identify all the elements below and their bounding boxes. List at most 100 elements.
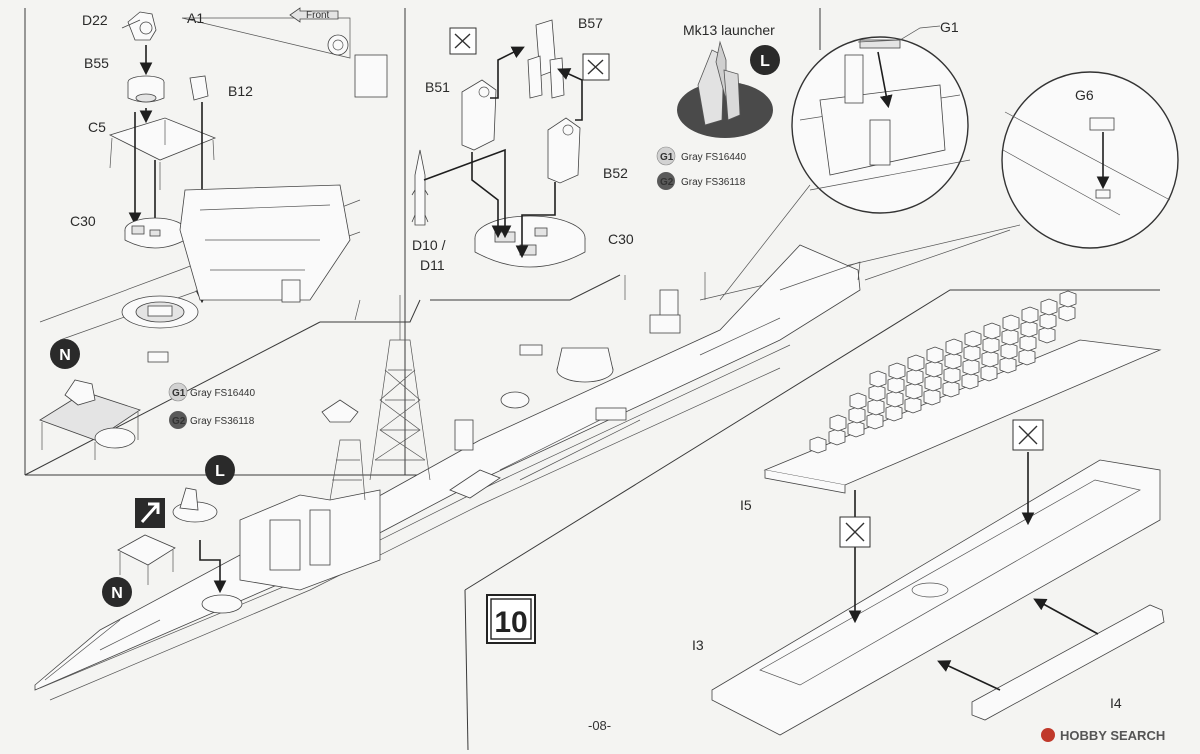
svg-text:Gray FS16440: Gray FS16440 [681,152,746,163]
color-chip-g2-left: G2 Gray FS36118 [169,411,255,429]
part-i3 [711,459,1161,736]
stand-peg [982,336,1000,354]
callout-g1-detail [791,36,971,214]
stand-peg [925,360,943,378]
label-b12: B12 [228,83,253,99]
gun-mount-assembly: Front [39,7,388,363]
stand-peg [847,420,865,438]
part-d22 [121,11,157,41]
stand-peg [866,412,884,430]
launcher-small-render [172,487,218,523]
part-b55 [127,75,165,103]
stand-peg [828,428,846,446]
stand-peg [981,350,999,368]
stand-peg [867,398,885,416]
label-d11: D11 [420,257,445,273]
marker-n-top: N [50,339,80,369]
svg-text:Front: Front [306,10,330,21]
color-chip-g1-left: G1 Gray FS16440 [168,382,255,402]
stand-peg [945,338,963,356]
stand-peg [1058,304,1076,322]
stand-peg [906,368,924,386]
label-d22: D22 [82,12,108,28]
stand-peg [942,380,960,398]
svg-text:G2: G2 [172,416,186,427]
part-d10-d11-missile [411,149,429,226]
part-c30-left [124,217,186,249]
bow-section-detail [39,17,388,363]
stand-peg [964,330,982,348]
stand-peg [809,436,827,454]
svg-text:N: N [111,585,123,602]
marker-l-lower: L [205,455,235,485]
page-number: -08- [588,718,611,733]
stand-peg [983,322,1001,340]
stand-peg [885,404,903,422]
svg-text:L: L [215,463,225,480]
part-i4 [971,604,1165,721]
label-a1: A1 [187,10,204,26]
label-i3: I3 [692,637,704,653]
stand-peg [907,354,925,372]
stand-peg [869,370,887,388]
svg-text:L: L [760,53,770,70]
svg-text:G1: G1 [660,152,674,163]
svg-text:Gray FS36118: Gray FS36118 [190,416,255,427]
svg-text:Gray FS36118: Gray FS36118 [681,177,746,188]
part-b51 [461,79,497,151]
stand-peg [1039,312,1057,330]
stand-peg [1001,328,1019,346]
stand-peg [944,352,962,370]
stand-peg [1002,314,1020,332]
label-b55: B55 [84,55,109,71]
label-b57: B57 [578,15,603,31]
watermark-logo: HOBBY SEARCH [1041,728,1165,743]
part-b12 [189,75,209,101]
part-c30-mid [474,215,586,268]
label-g1-part: G1 [940,19,959,35]
label-i5: I5 [740,497,752,513]
no-glue-icon [449,27,477,55]
stand-peg [848,406,866,424]
mk13-launcher-assembly [411,19,610,268]
stand-peg [961,372,979,390]
label-c30-left: C30 [70,213,96,229]
part-b57 [527,19,565,99]
front-indicator: Front [289,7,339,23]
stand-peg [1059,290,1077,308]
label-c5: C5 [88,119,106,135]
view-direction-icon [135,498,165,528]
stand-peg [1018,348,1036,366]
stand-peg [926,346,944,364]
label-d10: D10 / [412,237,446,253]
svg-text:N: N [59,347,71,364]
stand-peg [924,374,942,392]
stand-peg [1019,334,1037,352]
stand-peg [888,362,906,380]
mk13-title: Mk13 launcher [683,22,775,38]
part-b52 [547,117,581,184]
stand-peg [999,356,1017,374]
stand-peg [887,376,905,394]
label-g6: G6 [1075,87,1094,103]
svg-text:10: 10 [494,606,527,639]
marker-n-lower: N [102,577,132,607]
stand-peg [963,344,981,362]
color-chip-g2-top: G2 Gray FS36118 [657,172,746,190]
no-glue-icon [1012,419,1044,451]
stand-peg [904,396,922,414]
part-c5 [108,117,217,190]
svg-text:G1: G1 [172,388,186,399]
stand-peg [980,364,998,382]
marker-l-top: L [750,45,780,75]
stand-peg [1021,306,1039,324]
stand-peg [923,388,941,406]
stand-peg [943,366,961,384]
step-number-badge: 10 [486,594,536,644]
stand-peg [1038,326,1056,344]
label-b52: B52 [603,165,628,181]
ship-hull [34,244,861,701]
svg-text:G2: G2 [660,177,674,188]
color-chip-g1-top: G1 Gray FS16440 [656,146,746,166]
